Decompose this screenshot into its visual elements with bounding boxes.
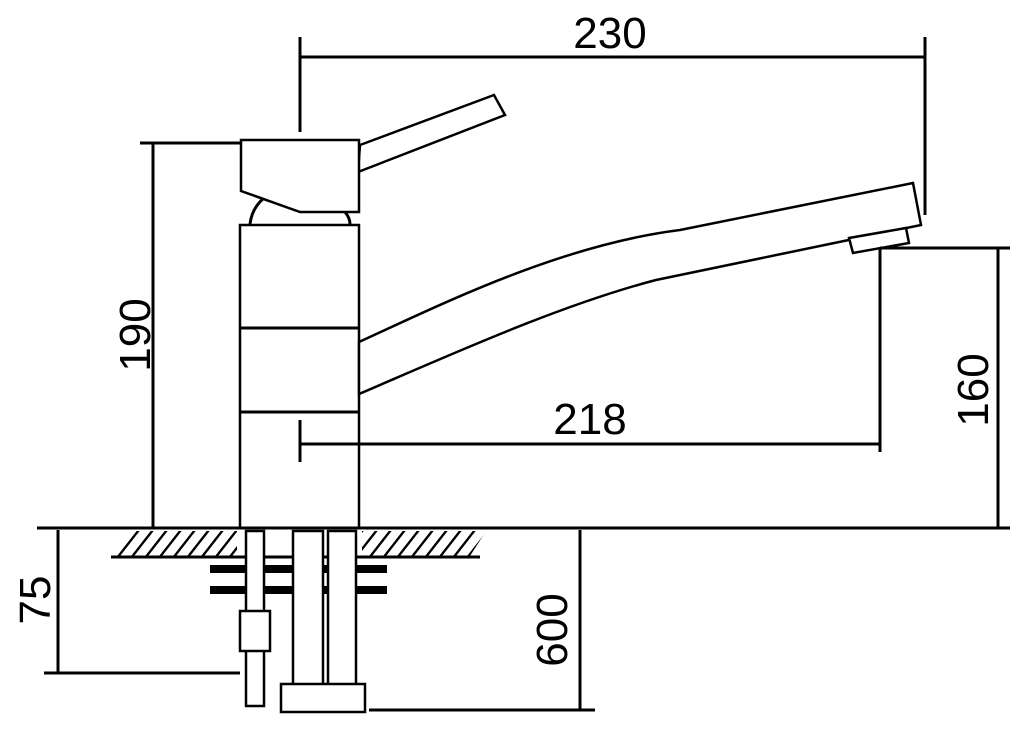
dimension-75: 75 [11, 530, 240, 675]
dimension-label-600: 600 [528, 593, 577, 666]
mounting-assembly [210, 529, 387, 714]
dimension-230: 230 [298, 9, 927, 215]
dimension-label-230: 230 [573, 9, 646, 58]
dimension-label-218: 218 [553, 395, 626, 444]
countertop [37, 526, 1010, 559]
dimension-218: 218 [298, 247, 882, 462]
dimension-label-75: 75 [11, 576, 60, 625]
dimension-190: 190 [111, 141, 241, 528]
dimension-label-160: 160 [949, 353, 998, 426]
faucet-spout [357, 181, 923, 396]
dimension-160: 160 [880, 246, 1010, 528]
dimension-label-190: 190 [111, 298, 160, 371]
dimension-600: 600 [369, 530, 595, 712]
faucet-body [238, 223, 361, 530]
faucet-handle [239, 93, 507, 225]
